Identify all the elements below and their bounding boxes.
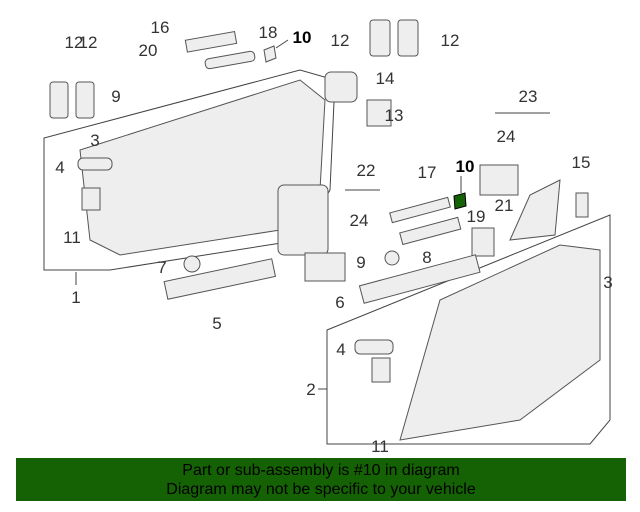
part-10-upper: [263, 45, 277, 63]
part-12-a: [49, 81, 69, 119]
leader-10-upper: [275, 39, 289, 49]
part-7: [183, 255, 201, 273]
part-18: [204, 50, 256, 70]
callout-12: 12: [79, 33, 98, 52]
callout-20: 20: [139, 41, 158, 60]
part-14: [324, 71, 358, 103]
callout-12: 12: [65, 33, 84, 52]
callout-3: 3: [603, 273, 612, 292]
part-12-b: [75, 81, 95, 119]
part-19: [399, 216, 462, 246]
left-quarter-trim-panel[interactable]: [43, 69, 336, 271]
part-22-net-panel: [277, 184, 329, 256]
callout-12: 12: [331, 31, 350, 50]
callout-9: 9: [356, 253, 365, 272]
callout-19: 19: [467, 207, 486, 226]
part-6-sill: [358, 254, 481, 304]
callout-10: 10: [293, 28, 312, 47]
part-24-net-b: [479, 164, 519, 196]
callout-18: 18: [259, 23, 278, 42]
callout-15: 15: [572, 153, 591, 172]
callout-5: 5: [212, 314, 221, 333]
part-4-left: [77, 157, 113, 171]
callout-17: 17: [418, 163, 437, 182]
part-10-highlighted[interactable]: [453, 192, 467, 210]
callout-9: 9: [111, 87, 120, 106]
callout-3: 3: [90, 131, 99, 150]
part-12-c: [369, 19, 391, 57]
banner-line-2: Diagram may not be specific to your vehi…: [166, 481, 476, 498]
callout-2: 2: [306, 380, 315, 399]
callout-23: 23: [519, 87, 538, 106]
part-11-right: [371, 357, 391, 383]
callout-22: 22: [357, 161, 376, 180]
callout-16: 16: [151, 18, 170, 37]
callout-6: 6: [335, 293, 344, 312]
callout-10: 10: [456, 157, 475, 176]
part-15: [575, 192, 589, 218]
callout-14: 14: [376, 69, 395, 88]
part-24-net: [304, 252, 346, 282]
callout-1: 1: [71, 288, 80, 307]
part-4-right: [354, 339, 394, 355]
part-5-sill: [163, 258, 277, 300]
callout-8: 8: [422, 248, 431, 267]
callout-24: 24: [497, 127, 516, 146]
callout-21: 21: [495, 196, 514, 215]
part-23-panel: [509, 179, 561, 241]
part-16: [184, 30, 238, 53]
right-panel-shape: [399, 244, 601, 441]
part-21: [471, 227, 495, 257]
callout-7: 7: [157, 258, 166, 277]
callout-11: 11: [63, 228, 81, 247]
callout-4: 4: [336, 340, 345, 359]
part-17: [389, 196, 451, 224]
right-quarter-trim-panel[interactable]: [326, 214, 611, 445]
callout-4: 4: [55, 158, 64, 177]
part-13: [366, 99, 392, 127]
callout-24: 24: [350, 211, 369, 230]
banner-line-1: Part or sub-assembly is #10 in diagram: [182, 462, 460, 479]
part-info-banner: Part or sub-assembly is #10 in diagram D…: [16, 458, 626, 501]
part-8: [384, 250, 400, 266]
left-panel-shape: [79, 79, 326, 256]
part-11-left: [81, 187, 101, 211]
callout-11: 11: [371, 437, 389, 455]
callout-13: 13: [385, 106, 404, 125]
callout-12: 12: [441, 31, 460, 50]
part-12-d: [397, 19, 419, 57]
